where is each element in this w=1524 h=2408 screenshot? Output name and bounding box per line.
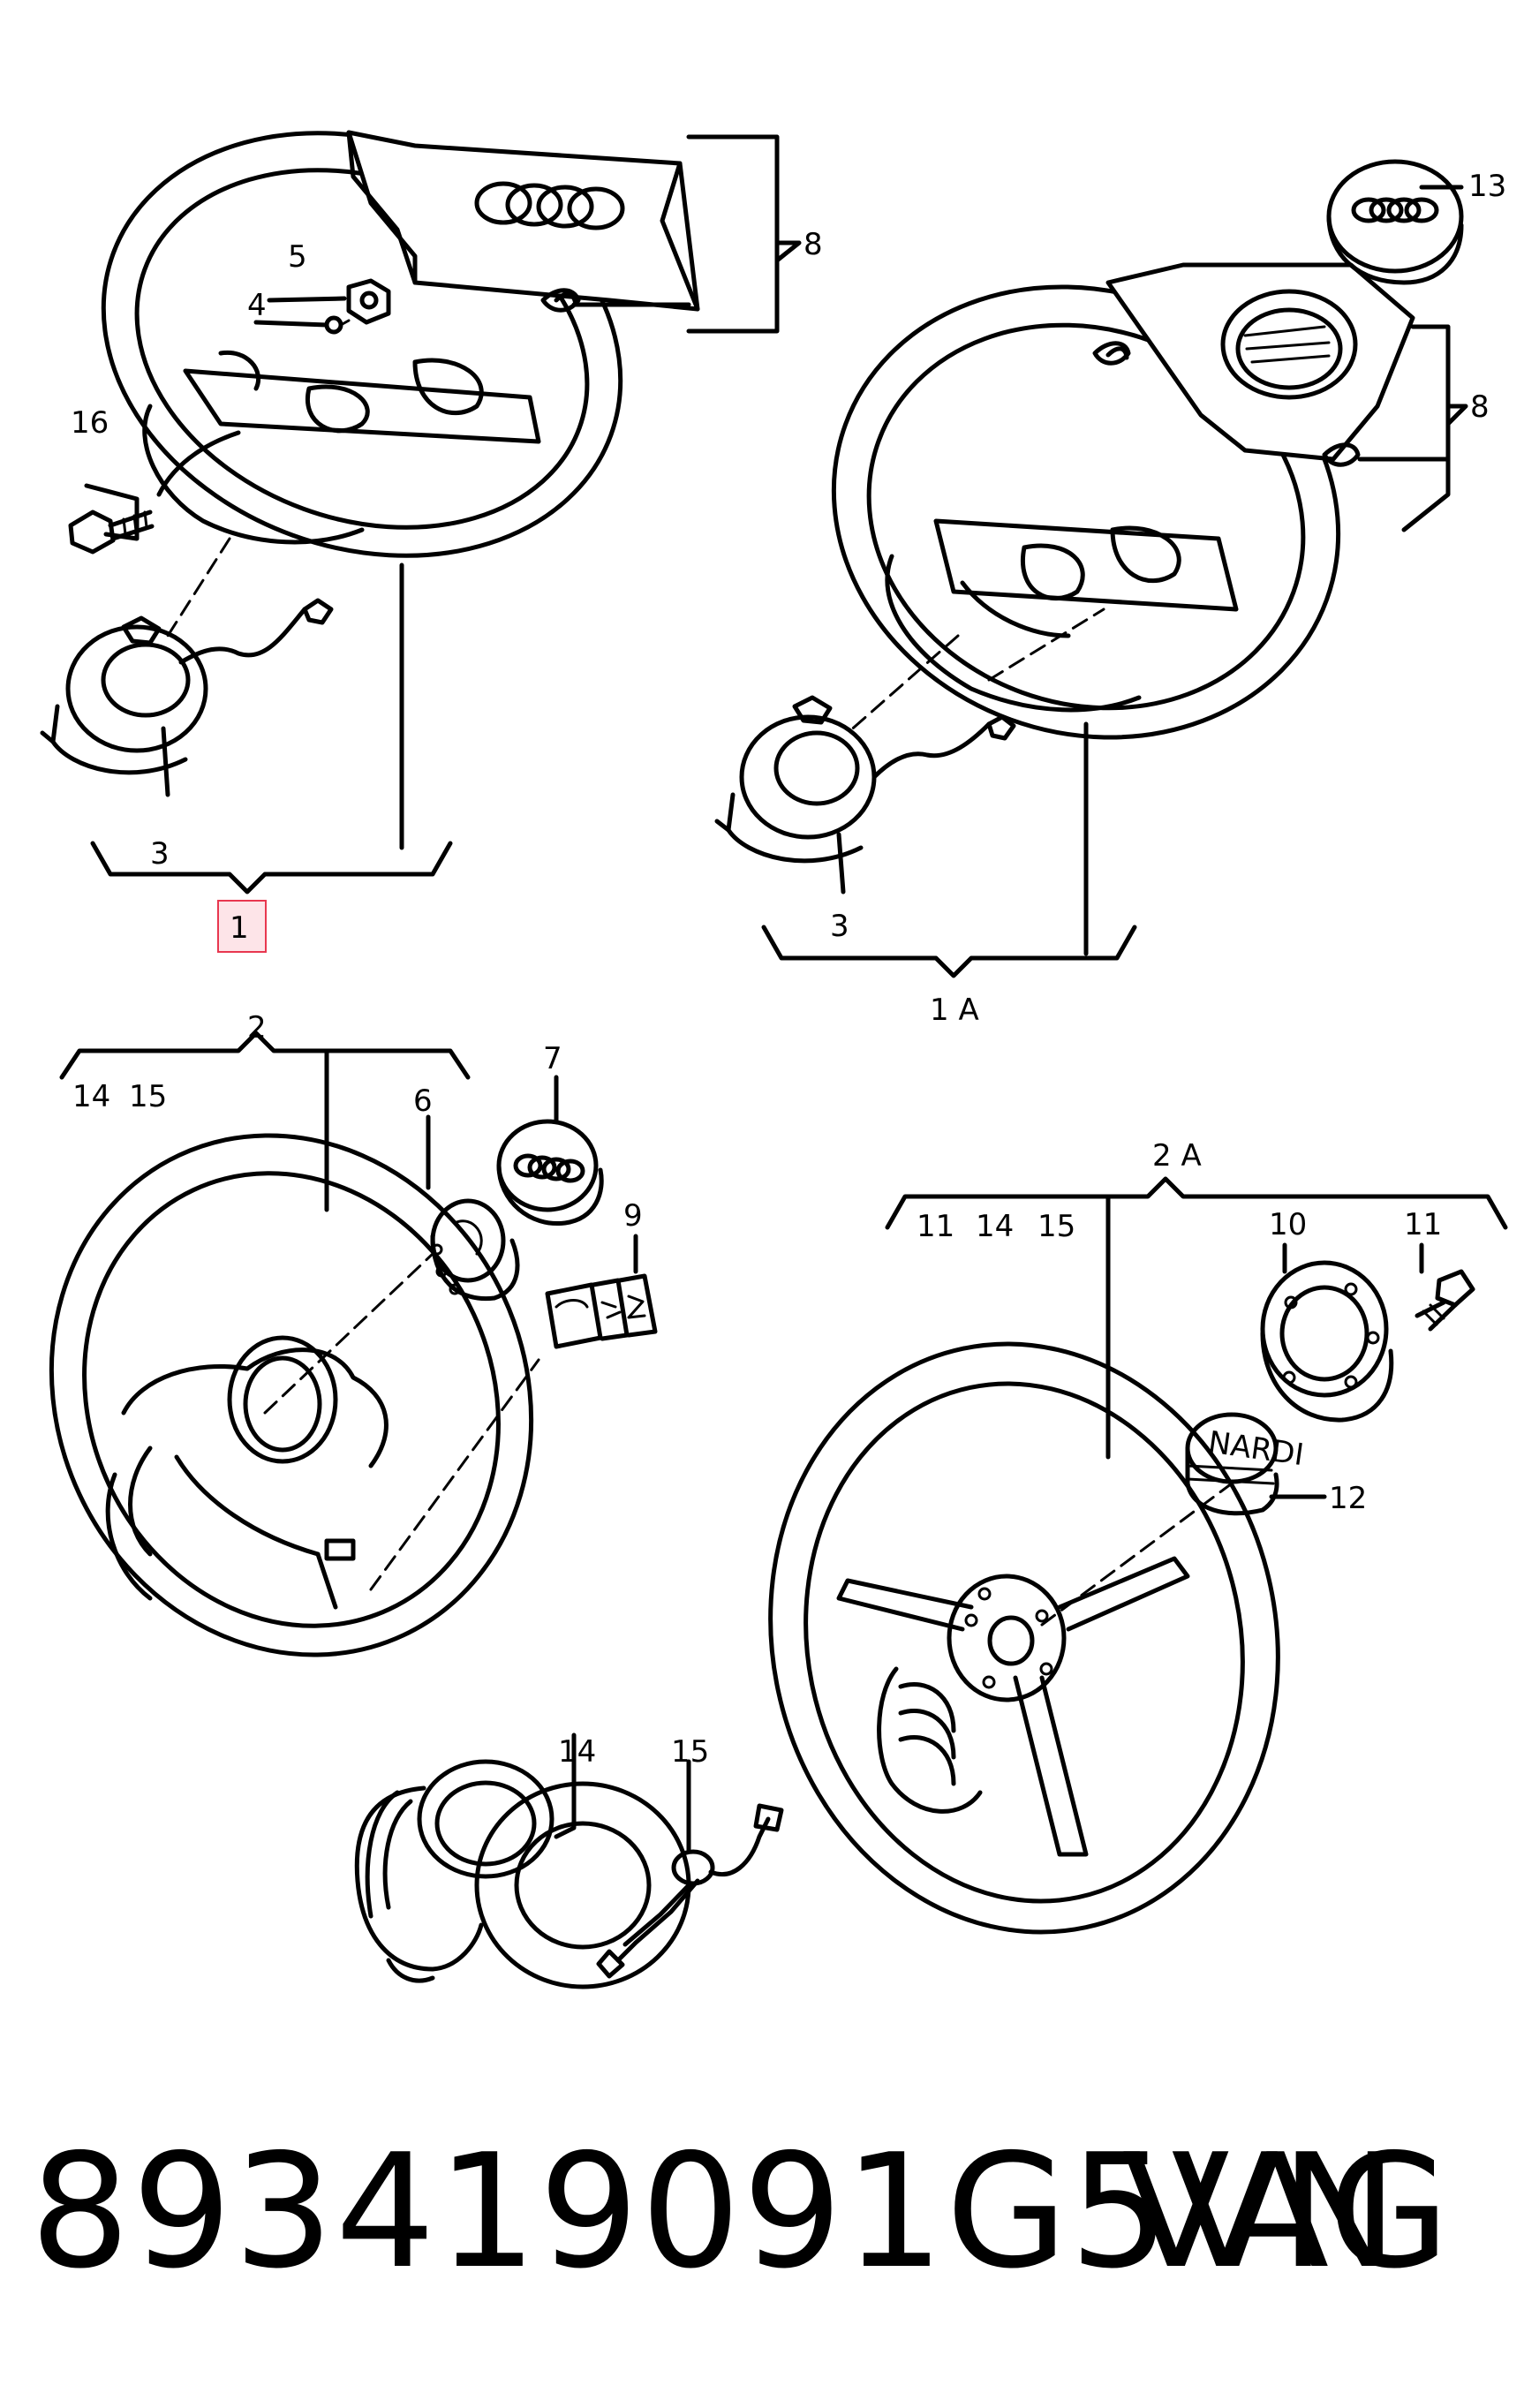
hub-boss bbox=[877, 1666, 983, 1814]
nut bbox=[346, 278, 391, 325]
callout-10: 10 bbox=[1269, 1207, 1307, 1242]
part-number-footer: 893419091G5VN VAG bbox=[30, 2106, 1496, 2318]
highlight-box bbox=[217, 900, 267, 953]
callout-1: 1 bbox=[230, 910, 249, 946]
callout-3: 3 bbox=[830, 909, 849, 944]
horn-contact bbox=[474, 1781, 691, 1989]
horn-button bbox=[496, 1119, 604, 1227]
callout-9: 9 bbox=[623, 1198, 643, 1234]
spacer-ring bbox=[1260, 1260, 1394, 1423]
part-number: 893419091G5VN bbox=[30, 2120, 1400, 2303]
callout-1a: 1 A bbox=[930, 993, 979, 1028]
washer bbox=[324, 315, 351, 335]
steering-wheel-assembly-2a: NARDI 2 A 11 14 15 10 11 12 bbox=[768, 1138, 1508, 1935]
leader-lines bbox=[761, 185, 1468, 978]
screw bbox=[68, 510, 155, 555]
callout-13: 13 bbox=[1468, 169, 1506, 204]
hub-plate bbox=[947, 1574, 1067, 1702]
callout-14: 14 bbox=[558, 1734, 596, 1770]
audi-rings-logo bbox=[1351, 197, 1439, 223]
callout-15: 15 bbox=[1037, 1209, 1075, 1244]
callout-5: 5 bbox=[288, 239, 307, 275]
spring bbox=[1092, 341, 1361, 467]
steering-wheel-assembly-2: 2 14 15 6 7 9 bbox=[49, 1010, 691, 1989]
callout-2a: 2 A bbox=[1152, 1138, 1202, 1174]
callout-8: 8 bbox=[1470, 389, 1490, 425]
steering-wheel-assembly-1a: 13 8 3 1 A bbox=[714, 159, 1506, 1028]
horn-pad bbox=[1105, 262, 1415, 462]
audi-rings-logo bbox=[513, 1153, 585, 1183]
wheel-hub bbox=[885, 518, 1239, 713]
spring bbox=[540, 288, 581, 313]
hub-adapter bbox=[430, 1198, 520, 1302]
leader-lines bbox=[84, 134, 802, 895]
brand-label: VAG bbox=[1122, 2120, 1452, 2303]
wheel-hub bbox=[105, 1335, 389, 1610]
callout-11: 11 bbox=[1404, 1207, 1442, 1242]
callout-11: 11 bbox=[917, 1209, 954, 1244]
horn-pad bbox=[346, 130, 700, 312]
wheel-hub bbox=[142, 350, 541, 545]
decal-set bbox=[545, 1273, 658, 1349]
parts-diagram: 4 5 8 16 3 1 bbox=[40, 130, 1508, 1989]
callout-3: 3 bbox=[150, 836, 170, 872]
callout-14: 14 bbox=[72, 1079, 110, 1114]
callout-4: 4 bbox=[247, 288, 267, 323]
callout-14: 14 bbox=[976, 1209, 1014, 1244]
spokes bbox=[836, 1556, 1190, 1857]
leader-lines bbox=[59, 1030, 638, 1591]
callout-16: 16 bbox=[71, 405, 109, 441]
contact-ring bbox=[40, 598, 334, 775]
leader-lines bbox=[885, 1176, 1508, 1627]
callout-7: 7 bbox=[543, 1041, 562, 1076]
emblem-cap bbox=[1326, 159, 1464, 285]
contact-wire-part-15: 15 bbox=[596, 1734, 784, 1979]
steering-wheel-assembly-1: 4 5 8 16 3 1 bbox=[40, 130, 823, 953]
callout-15: 15 bbox=[129, 1079, 167, 1114]
callout-6: 6 bbox=[413, 1083, 433, 1119]
callout-2: 2 bbox=[247, 1010, 267, 1045]
callout-8: 8 bbox=[803, 227, 823, 262]
steering-wheel-rim bbox=[768, 1341, 1280, 1935]
contact-ring bbox=[714, 695, 1016, 864]
callout-15: 15 bbox=[671, 1734, 709, 1770]
callout-12: 12 bbox=[1329, 1481, 1367, 1516]
audi-rings-logo bbox=[474, 181, 625, 230]
bolt bbox=[1415, 1269, 1475, 1332]
hub-boss-part-14: 14 bbox=[354, 1732, 596, 1983]
